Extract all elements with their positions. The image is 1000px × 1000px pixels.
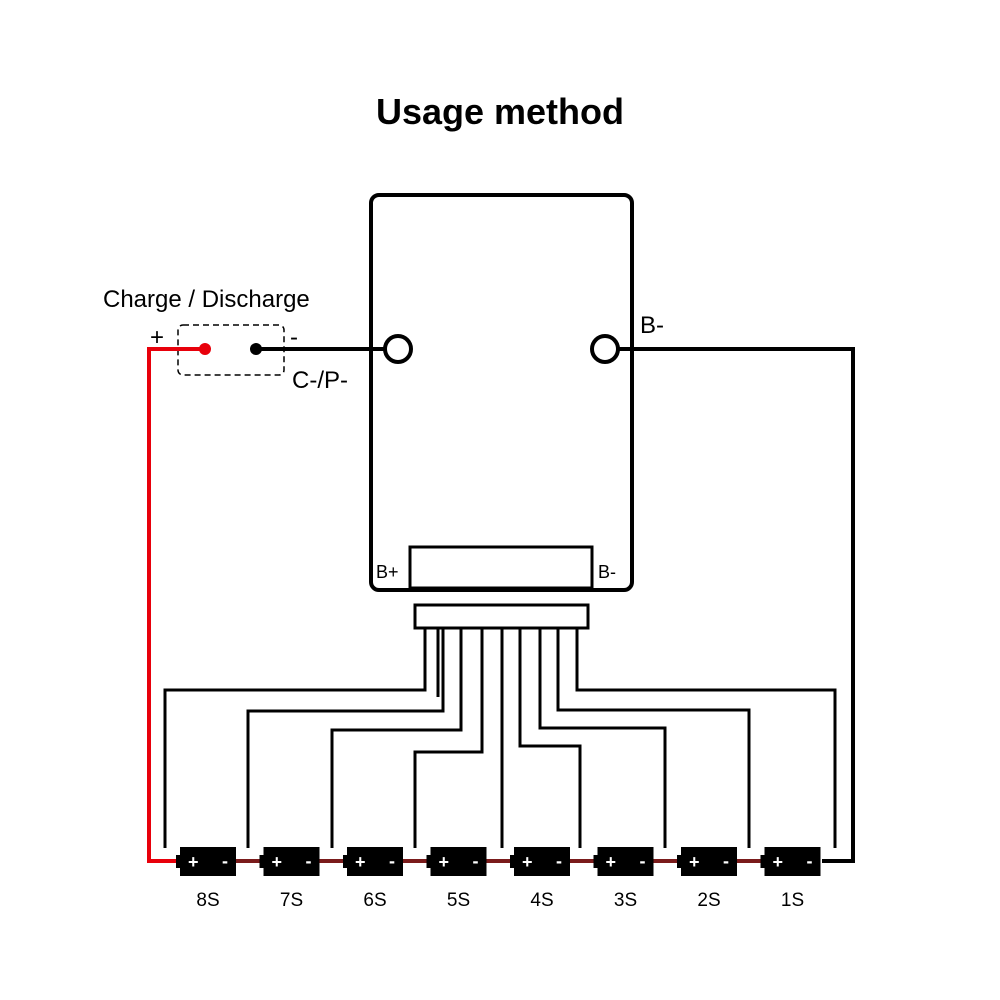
balance-wire-3s — [538, 628, 667, 848]
cell-body — [180, 847, 236, 876]
cell-minus-sign: - — [556, 851, 562, 871]
cell-8s: + -8S — [176, 847, 236, 911]
balance-wire-5s — [413, 628, 484, 848]
cell-cap — [593, 855, 598, 868]
cell-plus-sign: + — [689, 852, 700, 872]
diagram-title: Usage method — [376, 91, 624, 132]
cell-body — [597, 847, 654, 876]
cell-cap — [677, 855, 681, 868]
cell-minus-sign: - — [640, 851, 646, 871]
cell-label: 6S — [363, 890, 386, 911]
cell-cap — [176, 855, 180, 868]
b-minus-wire — [618, 347, 855, 863]
positive-wire — [147, 347, 205, 863]
c-p-minus-label: C-/P- — [292, 367, 348, 394]
cell-plus-sign: + — [439, 852, 450, 872]
cell-label: 7S — [280, 890, 303, 911]
cell-body — [681, 847, 737, 876]
b-minus-top-label: B- — [640, 312, 664, 339]
cell-label: 2S — [697, 890, 720, 911]
cell-5s: + -5S — [426, 847, 487, 911]
c-minus-pad — [383, 334, 413, 364]
cell-plus-sign: + — [522, 852, 533, 872]
cell-6s: + -6S — [343, 847, 403, 911]
cell-body — [514, 847, 570, 876]
cell-7s: + -7S — [259, 847, 320, 911]
charge-discharge-label: Charge / Discharge — [103, 286, 310, 313]
cell-label: 8S — [196, 890, 219, 911]
cell-plus-sign: + — [188, 852, 199, 872]
balance-wire-1s — [575, 628, 837, 848]
cell-3s: + -3S — [593, 847, 654, 911]
balance-wire-2s — [556, 628, 751, 848]
cell-body — [263, 847, 320, 876]
bms-board — [369, 193, 634, 592]
cell-minus-sign: - — [306, 851, 312, 871]
b-minus-pad — [590, 334, 620, 364]
cell-plus-sign: + — [355, 852, 366, 872]
cell-minus-sign: - — [473, 851, 479, 871]
cell-minus-sign: - — [222, 851, 228, 871]
balance-wire-6s — [330, 628, 463, 848]
plus-terminal-label: + — [150, 324, 164, 351]
cell-label: 5S — [447, 890, 470, 911]
minus-terminal-label: - — [290, 324, 298, 351]
cell-body — [430, 847, 487, 876]
cell-cap — [343, 855, 347, 868]
cell-cap — [760, 855, 765, 868]
cell-label: 3S — [614, 890, 637, 911]
b-minus-bottom-label: B- — [598, 562, 616, 582]
battery-cells: +-8S+-7S+-6S+-5S+-4S+-3S+-2S+-1S — [176, 847, 821, 911]
cell-2s: + -2S — [677, 847, 737, 911]
cell-body — [347, 847, 403, 876]
cell-cap — [510, 855, 514, 868]
cell-cap — [426, 855, 431, 868]
balance-connector-socket — [408, 545, 594, 590]
balance-wire-4s — [518, 628, 582, 848]
cell-label: 1S — [781, 890, 804, 911]
cell-plus-sign: + — [272, 852, 283, 872]
cell-1s: + -1S — [760, 847, 821, 911]
minus-terminal-dot — [250, 343, 262, 355]
cell-body — [764, 847, 821, 876]
cell-minus-sign: - — [807, 851, 813, 871]
plus-terminal-dot — [199, 343, 211, 355]
balance-wire-8s-outer — [163, 628, 427, 848]
cell-plus-sign: + — [773, 852, 784, 872]
balance-wires — [163, 628, 837, 848]
cell-minus-sign: - — [389, 851, 395, 871]
cell-4s: + -4S — [510, 847, 570, 911]
b-plus-label: B+ — [376, 562, 399, 582]
cell-cap — [259, 855, 264, 868]
balance-plug — [413, 603, 590, 630]
cell-plus-sign: + — [606, 852, 617, 872]
balance-wire-7s — [246, 628, 445, 848]
cell-minus-sign: - — [723, 851, 729, 871]
cell-label: 4S — [530, 890, 553, 911]
